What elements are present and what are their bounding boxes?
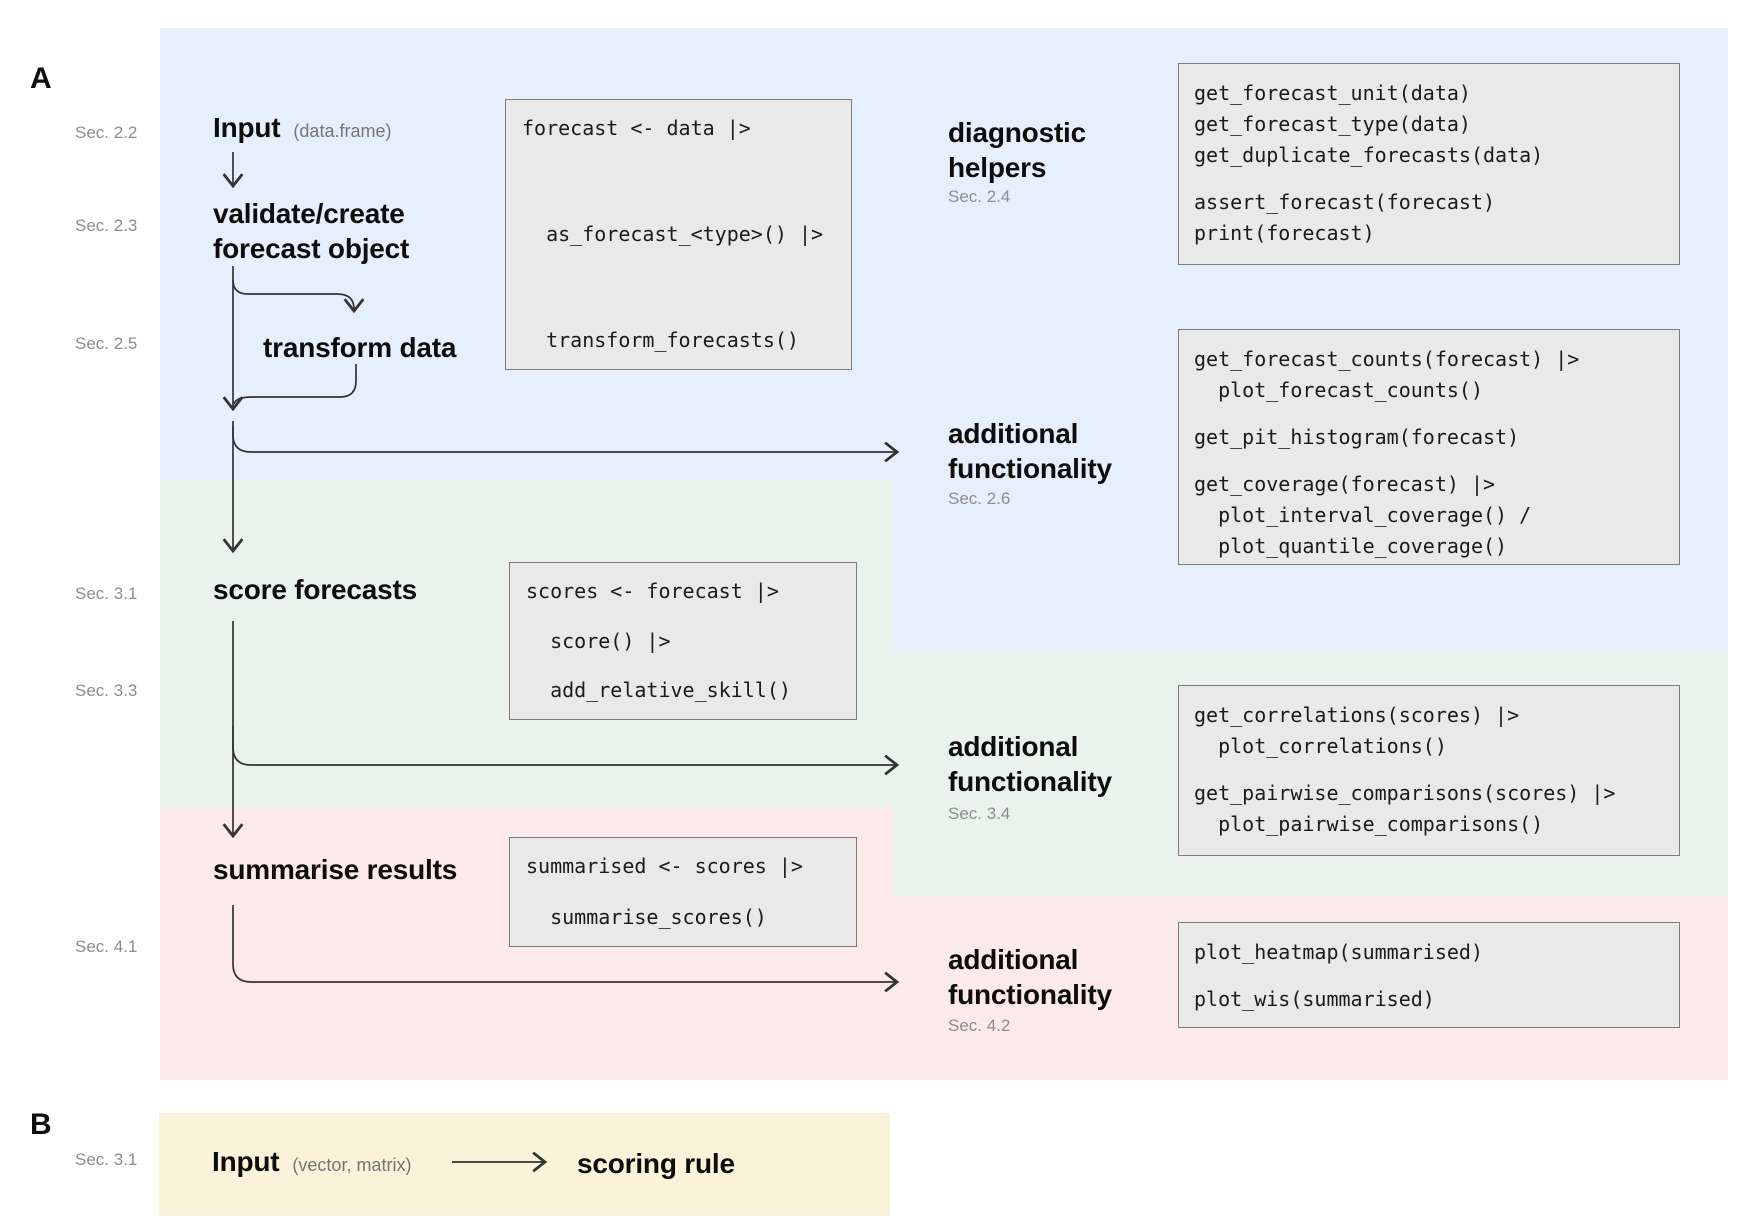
code-line: plot_correlations() xyxy=(1194,734,1447,758)
scoring-rule-heading: scoring rule xyxy=(577,1148,735,1179)
code-line: plot_heatmap(summarised) xyxy=(1194,940,1483,964)
sec-label-2-2: Sec. 2.2 xyxy=(75,123,138,142)
code-box-score: scores <- forecast |> score() |> add_rel… xyxy=(509,562,857,720)
sec-label-2-4: Sec. 2.4 xyxy=(948,187,1011,206)
code-line: get_pairwise_comparisons(scores) |> xyxy=(1194,781,1616,805)
code-box-diagnostic-helpers: get_forecast_unit(data) get_forecast_type… xyxy=(1178,63,1680,265)
score-heading: score forecasts xyxy=(213,574,418,605)
code-line: plot_interval_coverage() / xyxy=(1194,503,1532,527)
additional-functionality-4-2-heading: additional functionality xyxy=(948,942,1112,1012)
code-line: plot_quantile_coverage() xyxy=(1194,534,1508,558)
panel-a-label: A xyxy=(30,62,52,95)
code-line: score() |> xyxy=(526,628,671,653)
panel-b-label: B xyxy=(30,1108,52,1141)
additional-functionality-3-4-heading: additional functionality xyxy=(948,729,1112,799)
diagnostic-helpers-heading: diagnostic helpers xyxy=(948,115,1086,185)
code-box-additional-4-2: plot_heatmap(summarised) plot_wis(summari… xyxy=(1178,922,1680,1028)
sec-label-2-6: Sec. 2.6 xyxy=(948,489,1011,508)
sec-label-4-2: Sec. 4.2 xyxy=(948,1016,1011,1035)
code-line: scores <- forecast |> xyxy=(526,579,779,603)
sec-label-3-1-b: Sec. 3.1 xyxy=(75,1150,138,1169)
af34-line1: additional xyxy=(948,731,1079,762)
code-line xyxy=(1194,171,1664,187)
code-line: get_forecast_counts(forecast) |> xyxy=(1194,347,1580,371)
code-line: get_correlations(scores) |> xyxy=(1194,703,1520,727)
code-line xyxy=(1194,762,1664,778)
code-line: get_forecast_type(data) xyxy=(1194,112,1471,136)
code-line xyxy=(1194,406,1664,422)
code-line: get_pit_histogram(forecast) xyxy=(1194,425,1520,449)
panel-b-input-subtitle: (vector, matrix) xyxy=(292,1155,412,1175)
af26-line2: functionality xyxy=(948,453,1112,484)
code-line: get_coverage(forecast) |> xyxy=(1194,472,1496,496)
code-line: assert_forecast(forecast) xyxy=(1194,190,1496,214)
transform-heading: transform data xyxy=(263,332,457,363)
diagnostic-line1: diagnostic xyxy=(948,117,1087,148)
sec-label-2-3: Sec. 2.3 xyxy=(75,216,138,235)
code-line: transform_forecasts() xyxy=(522,328,799,352)
code-box-pipeline-main: forecast <- data |> as_forecast_<type>()… xyxy=(505,99,852,370)
additional-functionality-2-6-heading: additional functionality xyxy=(948,416,1112,486)
panel-b-input-heading: Input (vector, matrix) xyxy=(212,1146,411,1178)
sec-label-4-1: Sec. 4.1 xyxy=(75,937,138,956)
code-line: get_duplicate_forecasts(data) xyxy=(1194,143,1544,167)
af34-line2: functionality xyxy=(948,766,1112,797)
sec-label-3-1: Sec. 3.1 xyxy=(75,584,138,603)
summarise-heading: summarise results xyxy=(213,854,458,885)
code-line xyxy=(1194,453,1664,469)
code-line: add_relative_skill() xyxy=(526,678,791,702)
panel-b-input-title: Input xyxy=(212,1146,280,1177)
code-line: get_forecast_unit(data) xyxy=(1194,81,1471,105)
diagnostic-line2: helpers xyxy=(948,152,1047,183)
code-box-summarise: summarised <- scores |> summarise_scores… xyxy=(509,837,857,947)
code-line: summarised <- scores |> xyxy=(526,854,803,878)
code-line: print(forecast) xyxy=(1194,221,1375,245)
code-line: summarise_scores() xyxy=(526,905,767,929)
code-line: as_forecast_<type>() |> xyxy=(522,222,824,246)
code-box-additional-3-4: get_correlations(scores) |> plot_correla… xyxy=(1178,685,1680,856)
code-line xyxy=(1194,968,1664,984)
validate-line2: forecast object xyxy=(213,233,410,264)
af26-line1: additional xyxy=(948,418,1079,449)
sec-label-3-4: Sec. 3.4 xyxy=(948,804,1011,823)
af42-line1: additional xyxy=(948,944,1079,975)
sec-label-2-5: Sec. 2.5 xyxy=(75,334,138,353)
input-subtitle: (data.frame) xyxy=(293,121,392,141)
code-line: plot_wis(summarised) xyxy=(1194,987,1435,1011)
code-line: plot_pairwise_comparisons() xyxy=(1194,812,1544,836)
af42-line2: functionality xyxy=(948,979,1112,1010)
validate-line1: validate/create xyxy=(213,198,405,229)
sec-label-3-3: Sec. 3.3 xyxy=(75,681,138,700)
input-title: Input xyxy=(213,112,281,143)
code-line: forecast <- data |> xyxy=(522,116,751,140)
code-box-additional-2-6: get_forecast_counts(forecast) |> plot_fo… xyxy=(1178,329,1680,565)
band-panel-b xyxy=(159,1113,890,1216)
input-heading: Input (data.frame) xyxy=(213,112,391,144)
validate-heading: validate/create forecast object xyxy=(213,196,409,266)
code-line: plot_forecast_counts() xyxy=(1194,378,1483,402)
